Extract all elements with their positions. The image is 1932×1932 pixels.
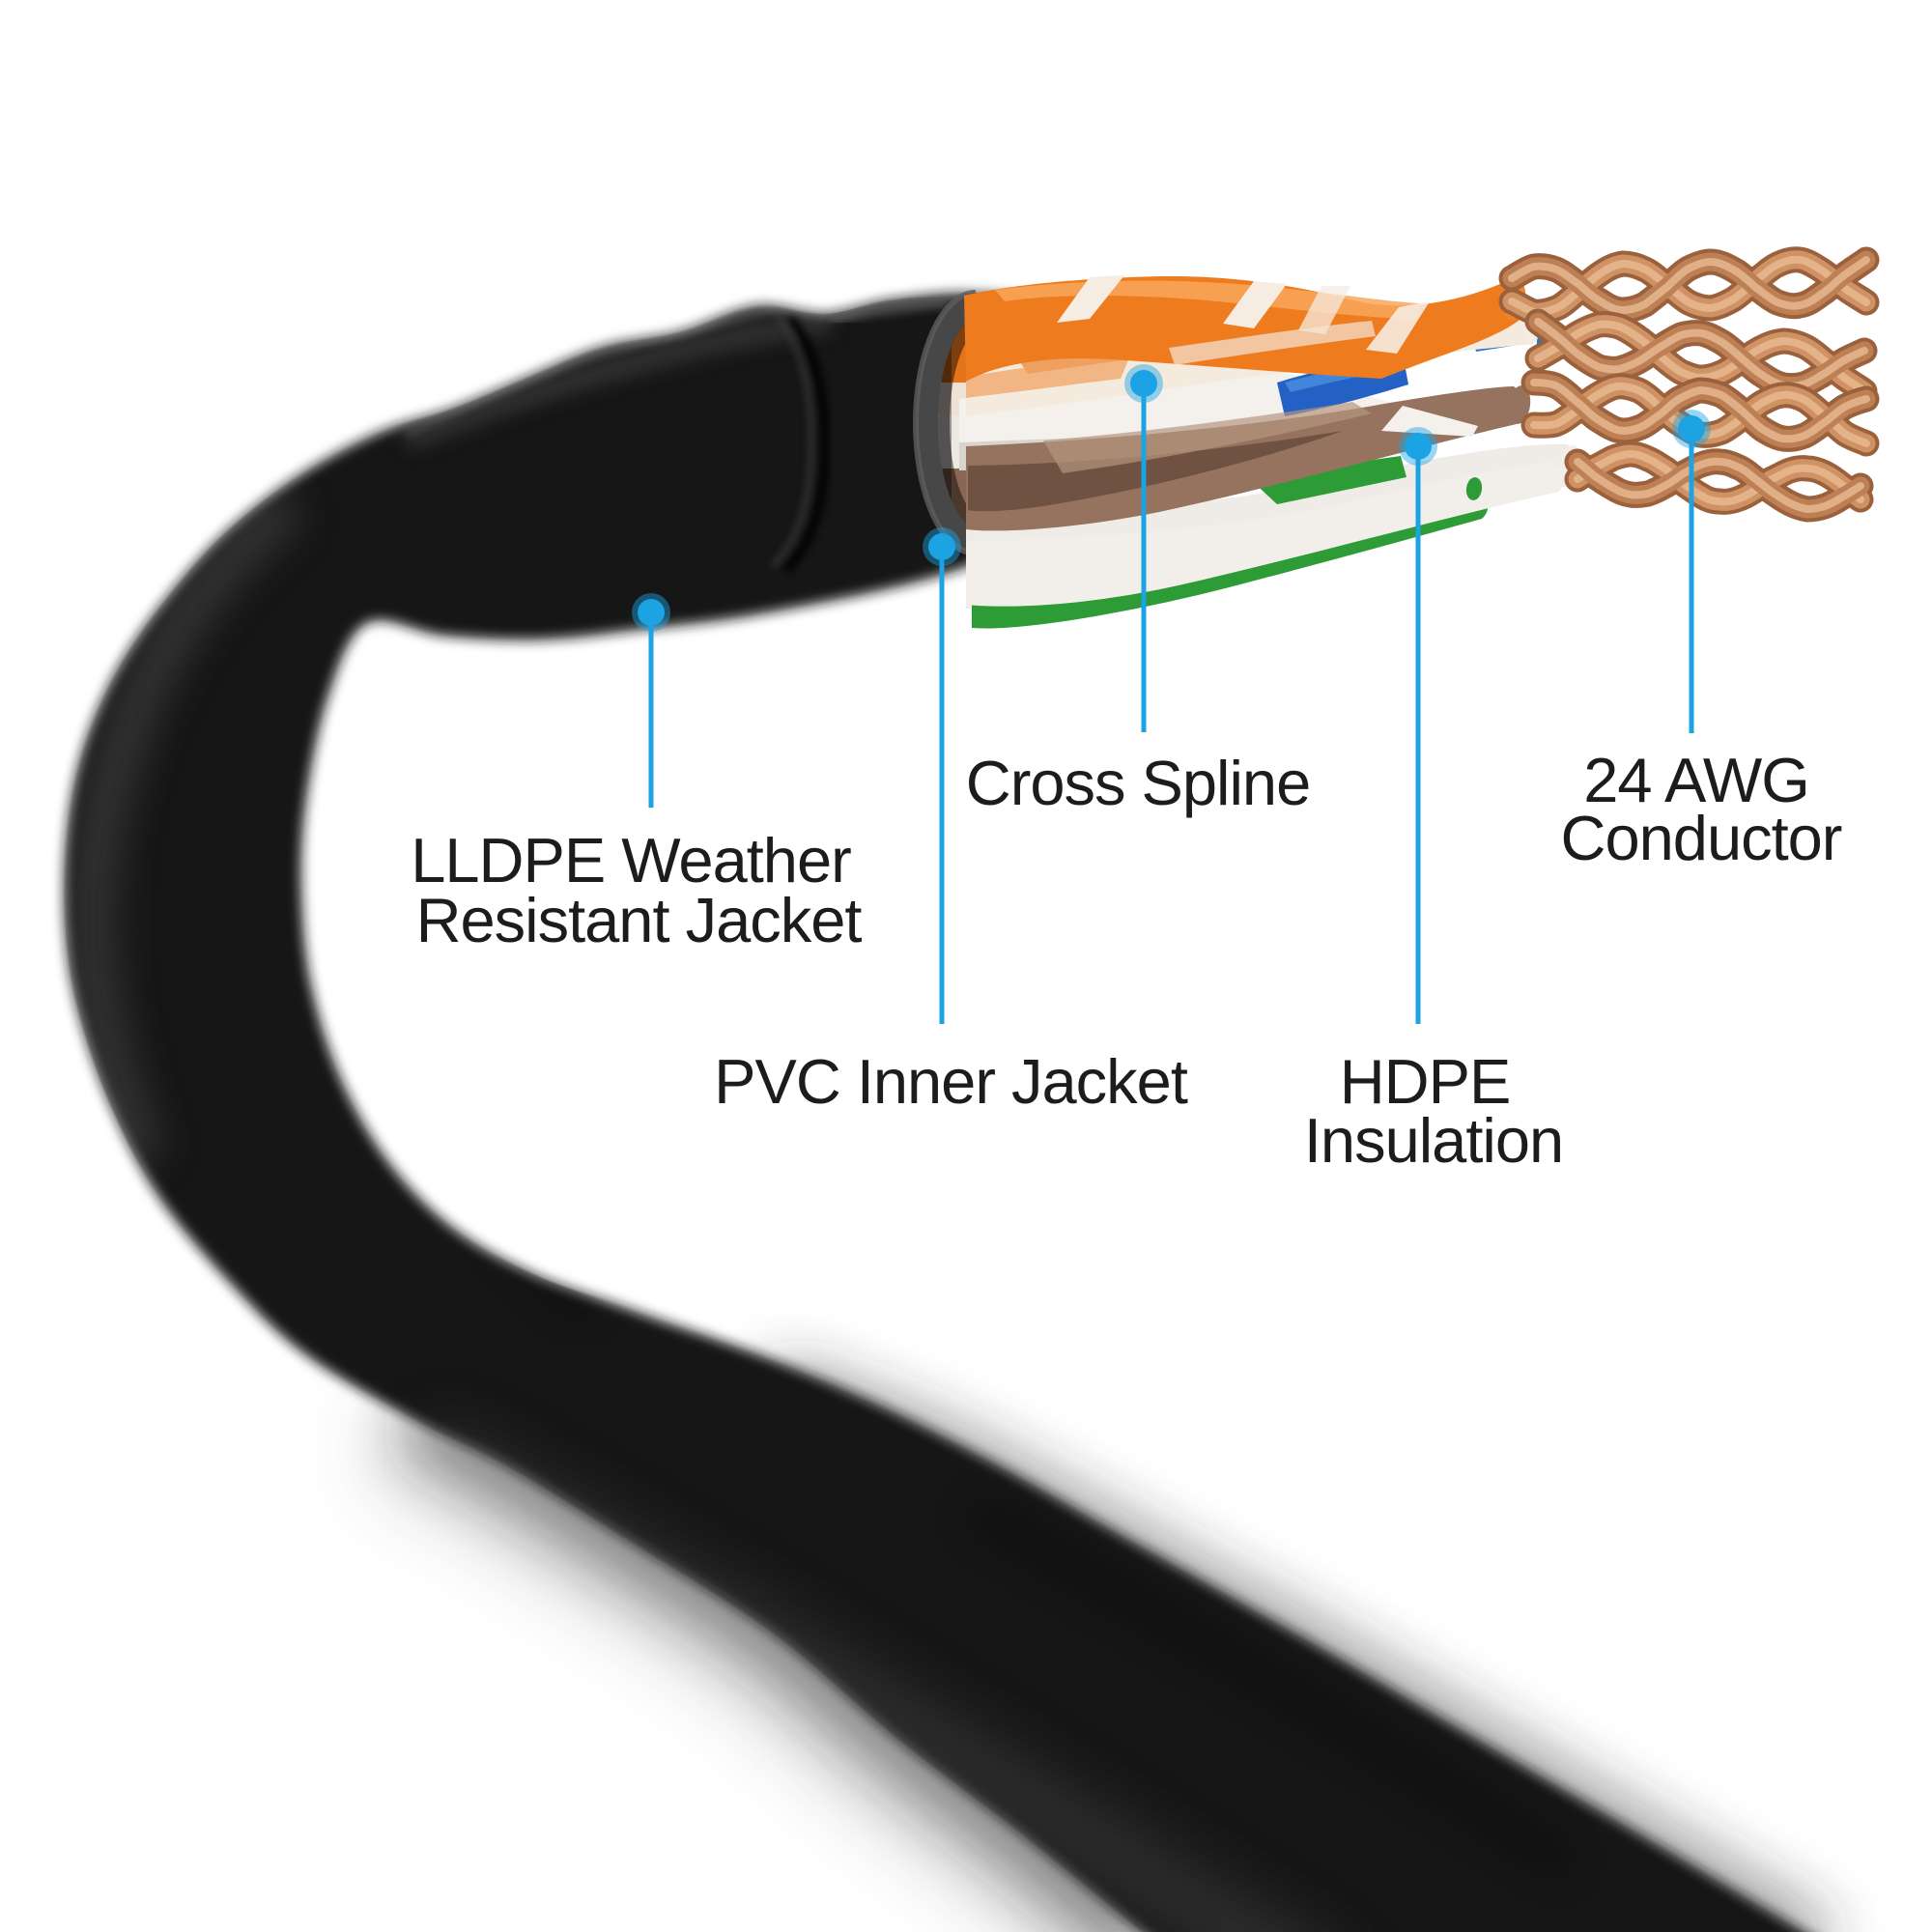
svg-text:Insulation: Insulation (1304, 1105, 1563, 1176)
svg-text:PVC Inner Jacket: PVC Inner Jacket (714, 1046, 1188, 1117)
svg-text:Cross Spline: Cross Spline (966, 748, 1310, 818)
svg-text:24 AWG: 24 AWG (1583, 745, 1809, 815)
svg-text:Conductor: Conductor (1561, 803, 1842, 873)
svg-text:Resistant Jacket: Resistant Jacket (416, 885, 863, 955)
svg-text:HDPE: HDPE (1340, 1046, 1511, 1117)
svg-text:LLDPE Weather: LLDPE Weather (411, 825, 851, 895)
